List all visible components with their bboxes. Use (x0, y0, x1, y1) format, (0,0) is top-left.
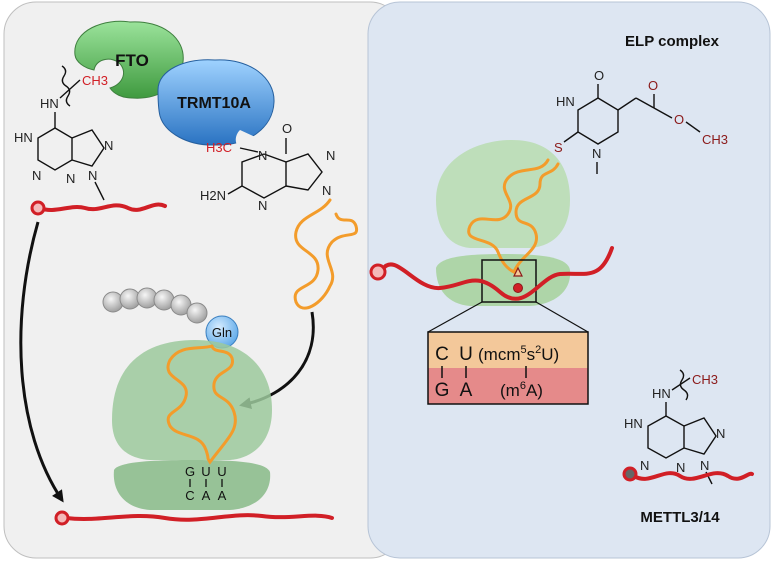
mcm5s2u-structure: O HN N S O O CH3 (554, 68, 728, 174)
mcm5s2u-o2: O (648, 78, 658, 93)
elp-complex-label: ELP complex (625, 33, 720, 50)
mettl-label: METTL3/14 (640, 509, 720, 526)
m6a-left-n7: N (104, 138, 113, 153)
trna-free (293, 198, 359, 310)
m6a-right-n9: N (700, 458, 709, 473)
mcm5s2u-o3: O (674, 112, 684, 127)
box-top-base-0: C (435, 344, 449, 365)
trna-in-ribosome (166, 344, 237, 465)
box-top-base-1: U (459, 344, 473, 365)
box-bottom-base-0: G (435, 380, 450, 401)
mrna-bottom-left (54, 510, 334, 526)
fto-enzyme: FTO (74, 20, 184, 99)
m6a-left-hn-ring: HN (14, 130, 33, 145)
m6a-right-ch3: CH3 (692, 372, 718, 387)
m1g-h3c: H3C (206, 140, 232, 155)
mcm5s2u-s: S (554, 140, 563, 155)
m6a-right-hn-ring: HN (624, 416, 643, 431)
modification-dot (513, 283, 523, 293)
m6a-right-n1: N (640, 458, 649, 473)
m1g-n1: N (258, 148, 267, 163)
m1g-h2n: H2N (200, 188, 226, 203)
m6a-left-ch3: CH3 (82, 73, 108, 88)
mcm5s2u-o1: O (594, 68, 604, 83)
modification-triangle (513, 266, 523, 277)
mcm5s2u-ch3: CH3 (702, 132, 728, 147)
mcm5s2u-hn: HN (556, 94, 575, 109)
box-bottom-mod: (m6A) (500, 380, 543, 400)
codon-1: A (202, 488, 211, 503)
mrna-bottom-right (622, 466, 754, 482)
m1g-structure: H3C O N N H2N N N (200, 121, 335, 213)
ribosome-left (112, 340, 272, 510)
m6a-left-n1: N (32, 168, 41, 183)
codon-2: A (218, 488, 227, 503)
m1g-n9: N (322, 183, 331, 198)
peptide-chain: Gln (102, 287, 239, 349)
anticodon-0: G (185, 464, 195, 479)
codon-pair-left: G U U C A A (185, 464, 227, 503)
m1g-n7: N (326, 148, 335, 163)
trna-right (467, 158, 560, 275)
trmt10a-enzyme: TRMT10A (157, 59, 275, 153)
codon-0: C (185, 488, 194, 503)
fto-label: FTO (115, 51, 149, 70)
m6a-right-n3: N (676, 460, 685, 475)
anticodon-1: U (201, 464, 210, 479)
box-bottom-base-1: A (460, 380, 473, 401)
gln-label: Gln (212, 325, 232, 340)
anticodon-2: U (217, 464, 226, 479)
m6a-right-n7: N (716, 426, 725, 441)
m1g-o: O (282, 121, 292, 136)
box-top-mod: (mcm5s2U) (478, 344, 559, 364)
codon-zoom-box: C U (mcm5s2U) G A (m6A) (427, 331, 589, 405)
m6a-left-hn: HN (40, 96, 59, 111)
mrna-right (369, 246, 614, 301)
m6a-structure-right: CH3 HN HN N N N N (624, 369, 725, 485)
arrow-mrna-down (19, 221, 64, 503)
trmt10a-label: TRMT10A (177, 95, 251, 112)
m6a-left-n3: N (66, 171, 75, 186)
m6a-left-n9: N (88, 168, 97, 183)
mrna-upper-left (30, 200, 167, 216)
mcm5s2u-n: N (592, 146, 601, 161)
m6a-right-hn: HN (652, 386, 671, 401)
m6a-structure-left: CH3 HN HN N N N N (14, 65, 113, 201)
m1g-n3: N (258, 198, 267, 213)
ribosome-right (436, 140, 571, 306)
